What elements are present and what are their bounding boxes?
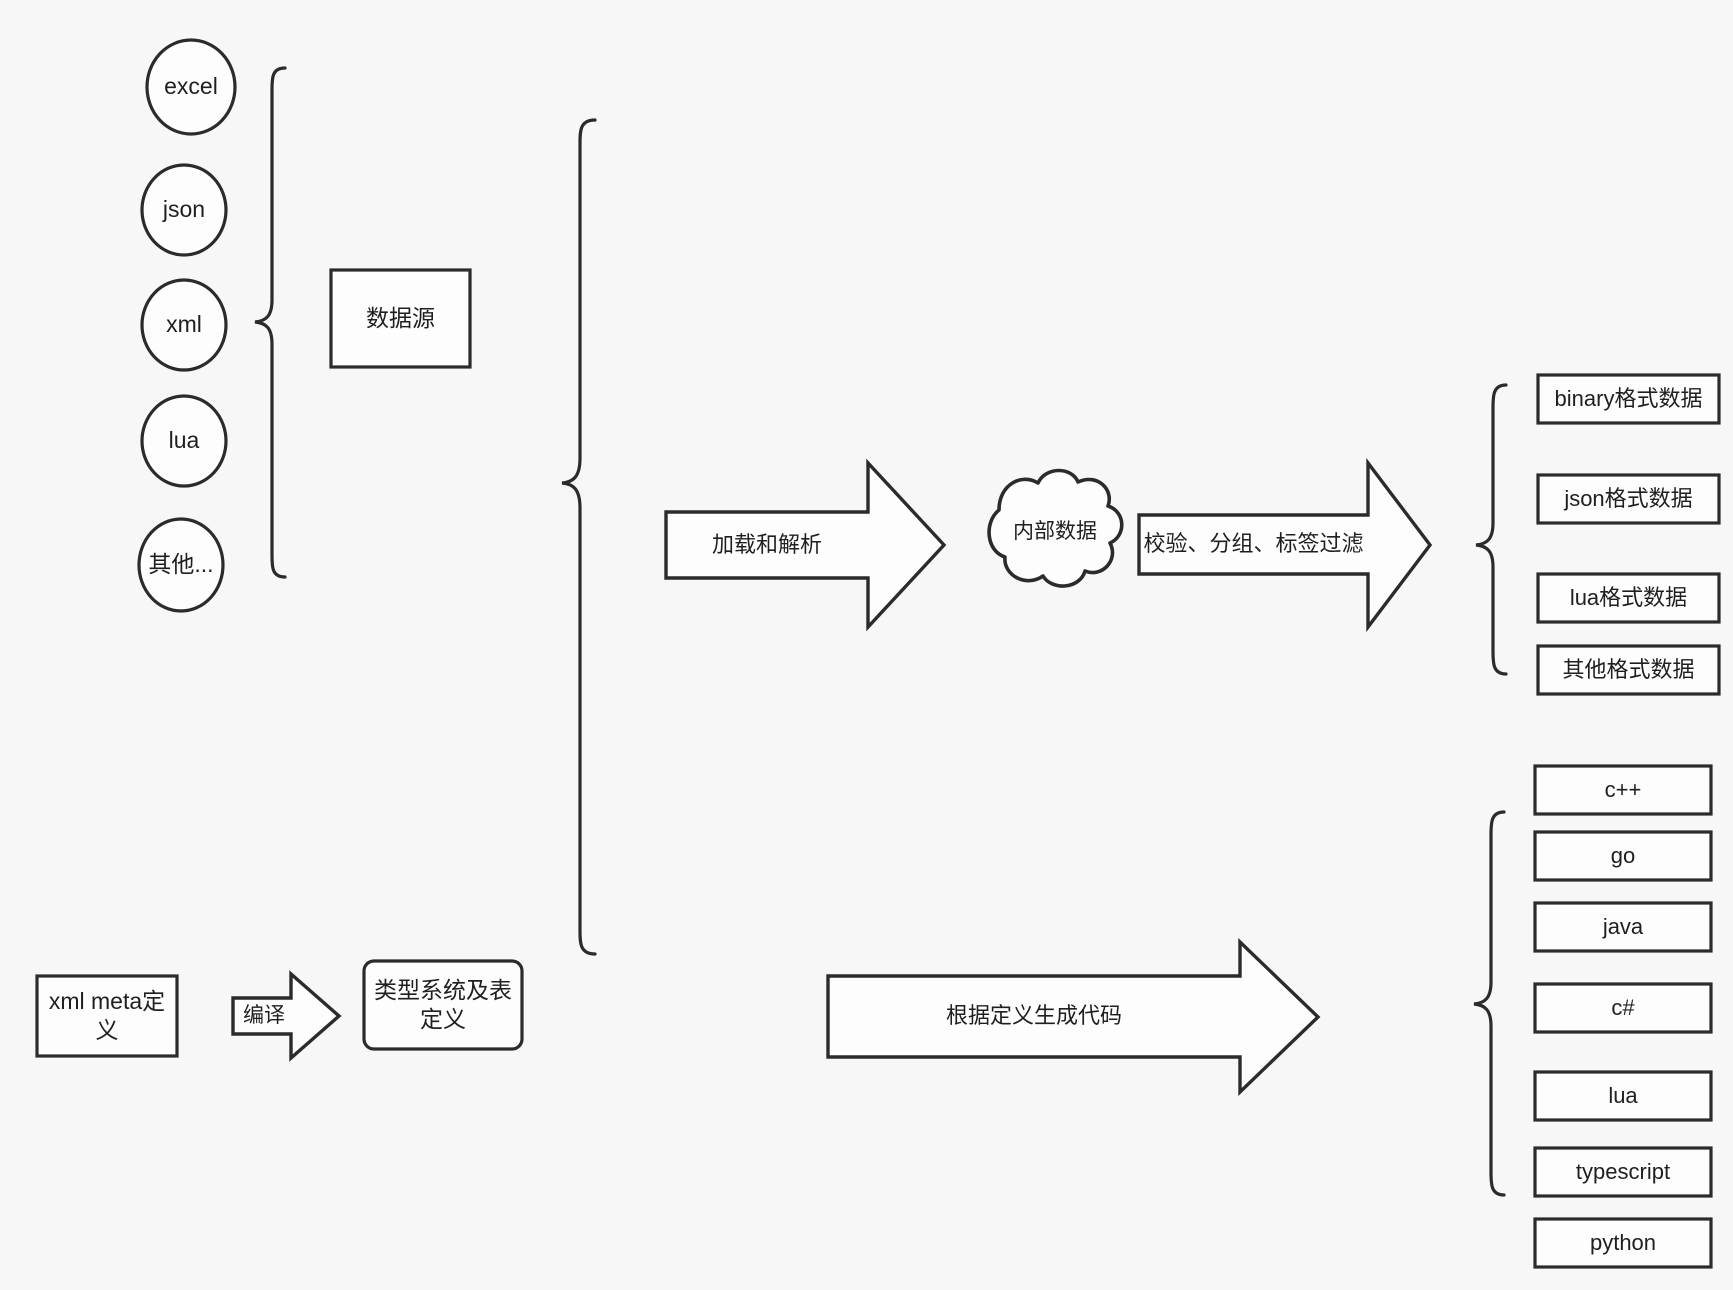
data-source-box[interactable] <box>329 268 472 369</box>
codegen-arrow[interactable] <box>826 938 1321 1096</box>
source-node-json[interactable] <box>140 163 228 257</box>
load-parse-arrow[interactable] <box>664 458 947 632</box>
data-source-brace <box>254 66 287 579</box>
source-node-xml[interactable] <box>140 278 228 372</box>
language-box-typescript[interactable] <box>1533 1146 1713 1198</box>
source-node-lua[interactable] <box>140 394 228 488</box>
language-box-java[interactable] <box>1533 901 1713 953</box>
validate-group-filter-arrow[interactable] <box>1137 457 1433 633</box>
source-node-excel[interactable] <box>145 38 237 136</box>
pipeline-input-brace <box>561 118 597 956</box>
language-box-go[interactable] <box>1533 830 1713 882</box>
source-node-other[interactable] <box>137 517 225 613</box>
language-box-cpp[interactable] <box>1533 764 1713 816</box>
xml-meta-definition-box[interactable] <box>35 974 179 1058</box>
language-box-csharp[interactable] <box>1533 982 1713 1034</box>
type-system-box[interactable] <box>362 959 524 1051</box>
language-box-lua[interactable] <box>1533 1070 1713 1122</box>
compile-arrow[interactable] <box>231 970 342 1062</box>
format-box-json[interactable] <box>1536 473 1721 525</box>
languages-brace <box>1473 810 1506 1197</box>
format-box-binary[interactable] <box>1536 373 1721 425</box>
format-box-other[interactable] <box>1536 644 1721 696</box>
internal-data-cloud[interactable] <box>987 468 1124 588</box>
formats-brace <box>1475 383 1508 676</box>
format-box-lua[interactable] <box>1536 572 1721 624</box>
language-box-python[interactable] <box>1533 1217 1713 1269</box>
